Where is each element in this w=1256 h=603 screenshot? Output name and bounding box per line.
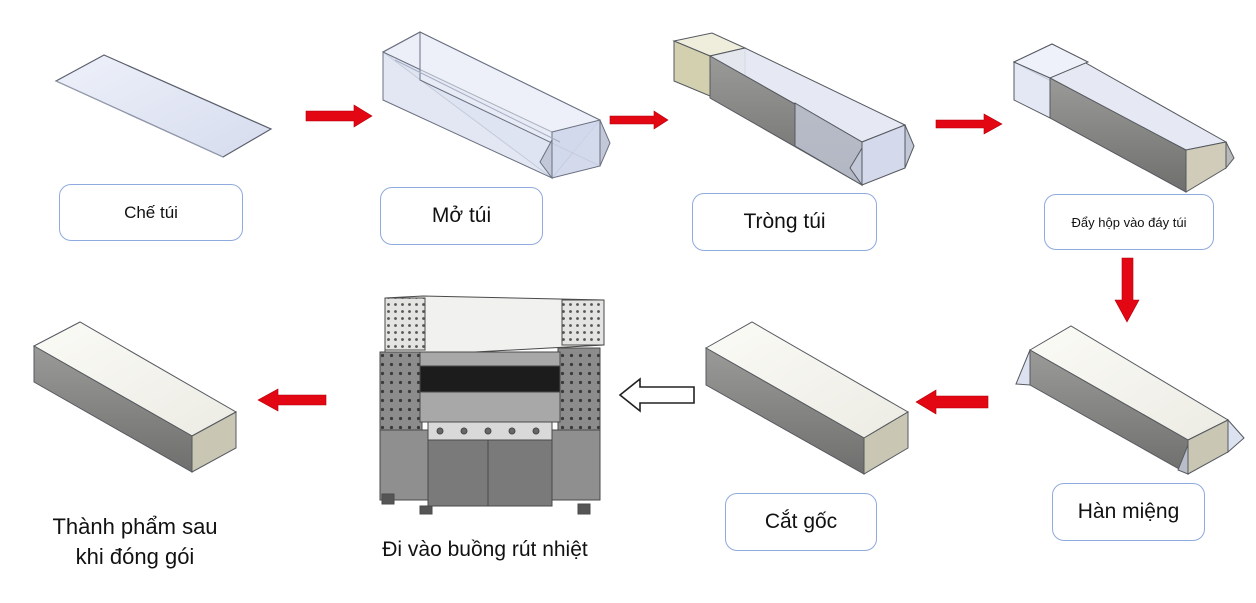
open-bag-tube-icon <box>382 31 611 180</box>
flat-bag-sheet-icon <box>54 54 273 158</box>
step-label-buong-rut-nhiet: Đi vào buồng rút nhiệt <box>382 538 588 561</box>
step-label-text: Tròng túi <box>743 210 826 233</box>
step-label-thanh-pham-line1: Thành phẩm sau <box>52 514 218 539</box>
box-pushed-into-bag-icon <box>1012 43 1235 193</box>
red-arrow-down-icon <box>1114 257 1140 323</box>
finished-wrapped-box-icon <box>32 321 238 473</box>
cut-corner-box-icon <box>704 321 909 475</box>
step-label-mo-tui: Mở túi <box>380 187 543 245</box>
step-label-text: Đẩy hộp vào đáy túi <box>1071 214 1187 230</box>
step-label-text: Cắt gốc <box>764 510 838 533</box>
step-label-text: Hàn miệng <box>1077 500 1180 523</box>
step-label-thanh-pham-line2: khi đóng gói <box>75 544 195 569</box>
step-label-day-hop: Đẩy hộp vào đáy túi <box>1044 194 1214 250</box>
step-label-text: Chế túi <box>124 202 178 222</box>
step-label-che-tui: Chế túi <box>59 184 243 241</box>
red-arrow-right-icon <box>609 110 669 130</box>
step-label-text: Mở túi <box>431 204 492 227</box>
hollow-arrow-left-icon <box>618 377 695 413</box>
step-label-trong-tui: Tròng túi <box>692 193 877 251</box>
step-label-han-mieng: Hàn miệng <box>1052 483 1205 541</box>
red-arrow-right-icon <box>935 113 1003 135</box>
step-label-cat-goc: Cắt gốc <box>725 493 877 551</box>
red-arrow-left-icon <box>257 388 327 412</box>
step-label-thanh-pham: Thành phẩm sau khi đóng gói <box>20 512 250 572</box>
bag-sleeving-box-icon <box>672 32 915 187</box>
red-arrow-left-icon <box>915 389 989 415</box>
shrink-tunnel-machine-icon <box>379 295 605 515</box>
red-arrow-right-icon <box>305 104 373 128</box>
sealed-mouth-box-icon <box>1015 325 1245 475</box>
